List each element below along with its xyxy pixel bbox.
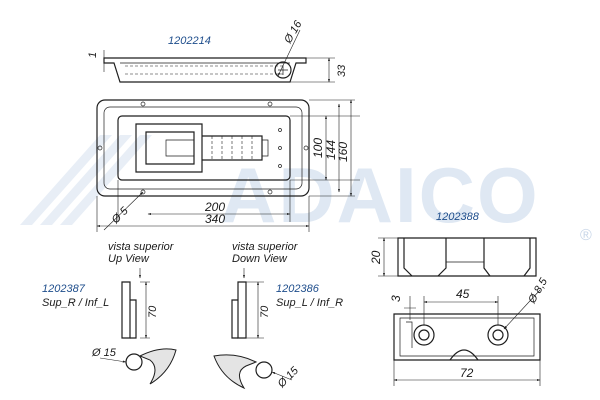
- handle-left-variant: Sup_R / Inf_L: [42, 297, 109, 309]
- main-side-view: 1202214 1 Ø 16 33: [87, 18, 348, 83]
- handle-left-diameter: Ø 15: [91, 347, 117, 359]
- handle-right-variant: Sup_L / Inf_R: [276, 297, 343, 309]
- handle-right-diameter: Ø 15: [275, 364, 302, 391]
- watermark: ADAICO ®: [20, 135, 592, 244]
- dim-340: 340: [205, 212, 225, 226]
- dim-100: 100: [311, 138, 325, 158]
- dim-160: 160: [336, 142, 350, 162]
- handle-left-view-label-en: Up View: [108, 253, 150, 265]
- block-part-code: 1202388: [436, 211, 480, 223]
- dim-144: 144: [324, 140, 338, 160]
- handle-left-view-label: vista superior: [108, 241, 175, 253]
- dim-block-72: 72: [460, 366, 474, 380]
- dim-block-45: 45: [456, 287, 470, 301]
- dim-hole-5: Ø 5: [109, 204, 131, 226]
- handle-right-view-label-en: Down View: [232, 253, 288, 265]
- handle-right-part: vista superior Down View 1202386 Sup_L /…: [213, 241, 343, 391]
- handle-left-length: 70: [147, 305, 159, 318]
- dim-block-height: 20: [369, 250, 383, 265]
- handle-left-part: vista superior Up View 1202387 Sup_R / I…: [42, 241, 177, 385]
- dim-thickness: 1: [87, 52, 99, 58]
- handle-right-code: 1202386: [276, 283, 320, 295]
- watermark-brand: ADAICO: [220, 151, 540, 239]
- dim-200: 200: [204, 200, 225, 214]
- handle-right-view-label: vista superior: [232, 241, 299, 253]
- dim-hole-diameter: Ø 16: [282, 18, 305, 46]
- watermark-registered-mark: ®: [580, 227, 592, 244]
- handle-left-code: 1202387: [42, 283, 86, 295]
- main-part-code: 1202214: [168, 35, 211, 47]
- dim-block-3: 3: [389, 295, 403, 302]
- dim-block-8-5: Ø 8,5: [526, 275, 551, 306]
- watermark-stripes: [20, 135, 152, 225]
- handle-right-length: 70: [259, 305, 271, 318]
- dim-height-33: 33: [336, 64, 348, 77]
